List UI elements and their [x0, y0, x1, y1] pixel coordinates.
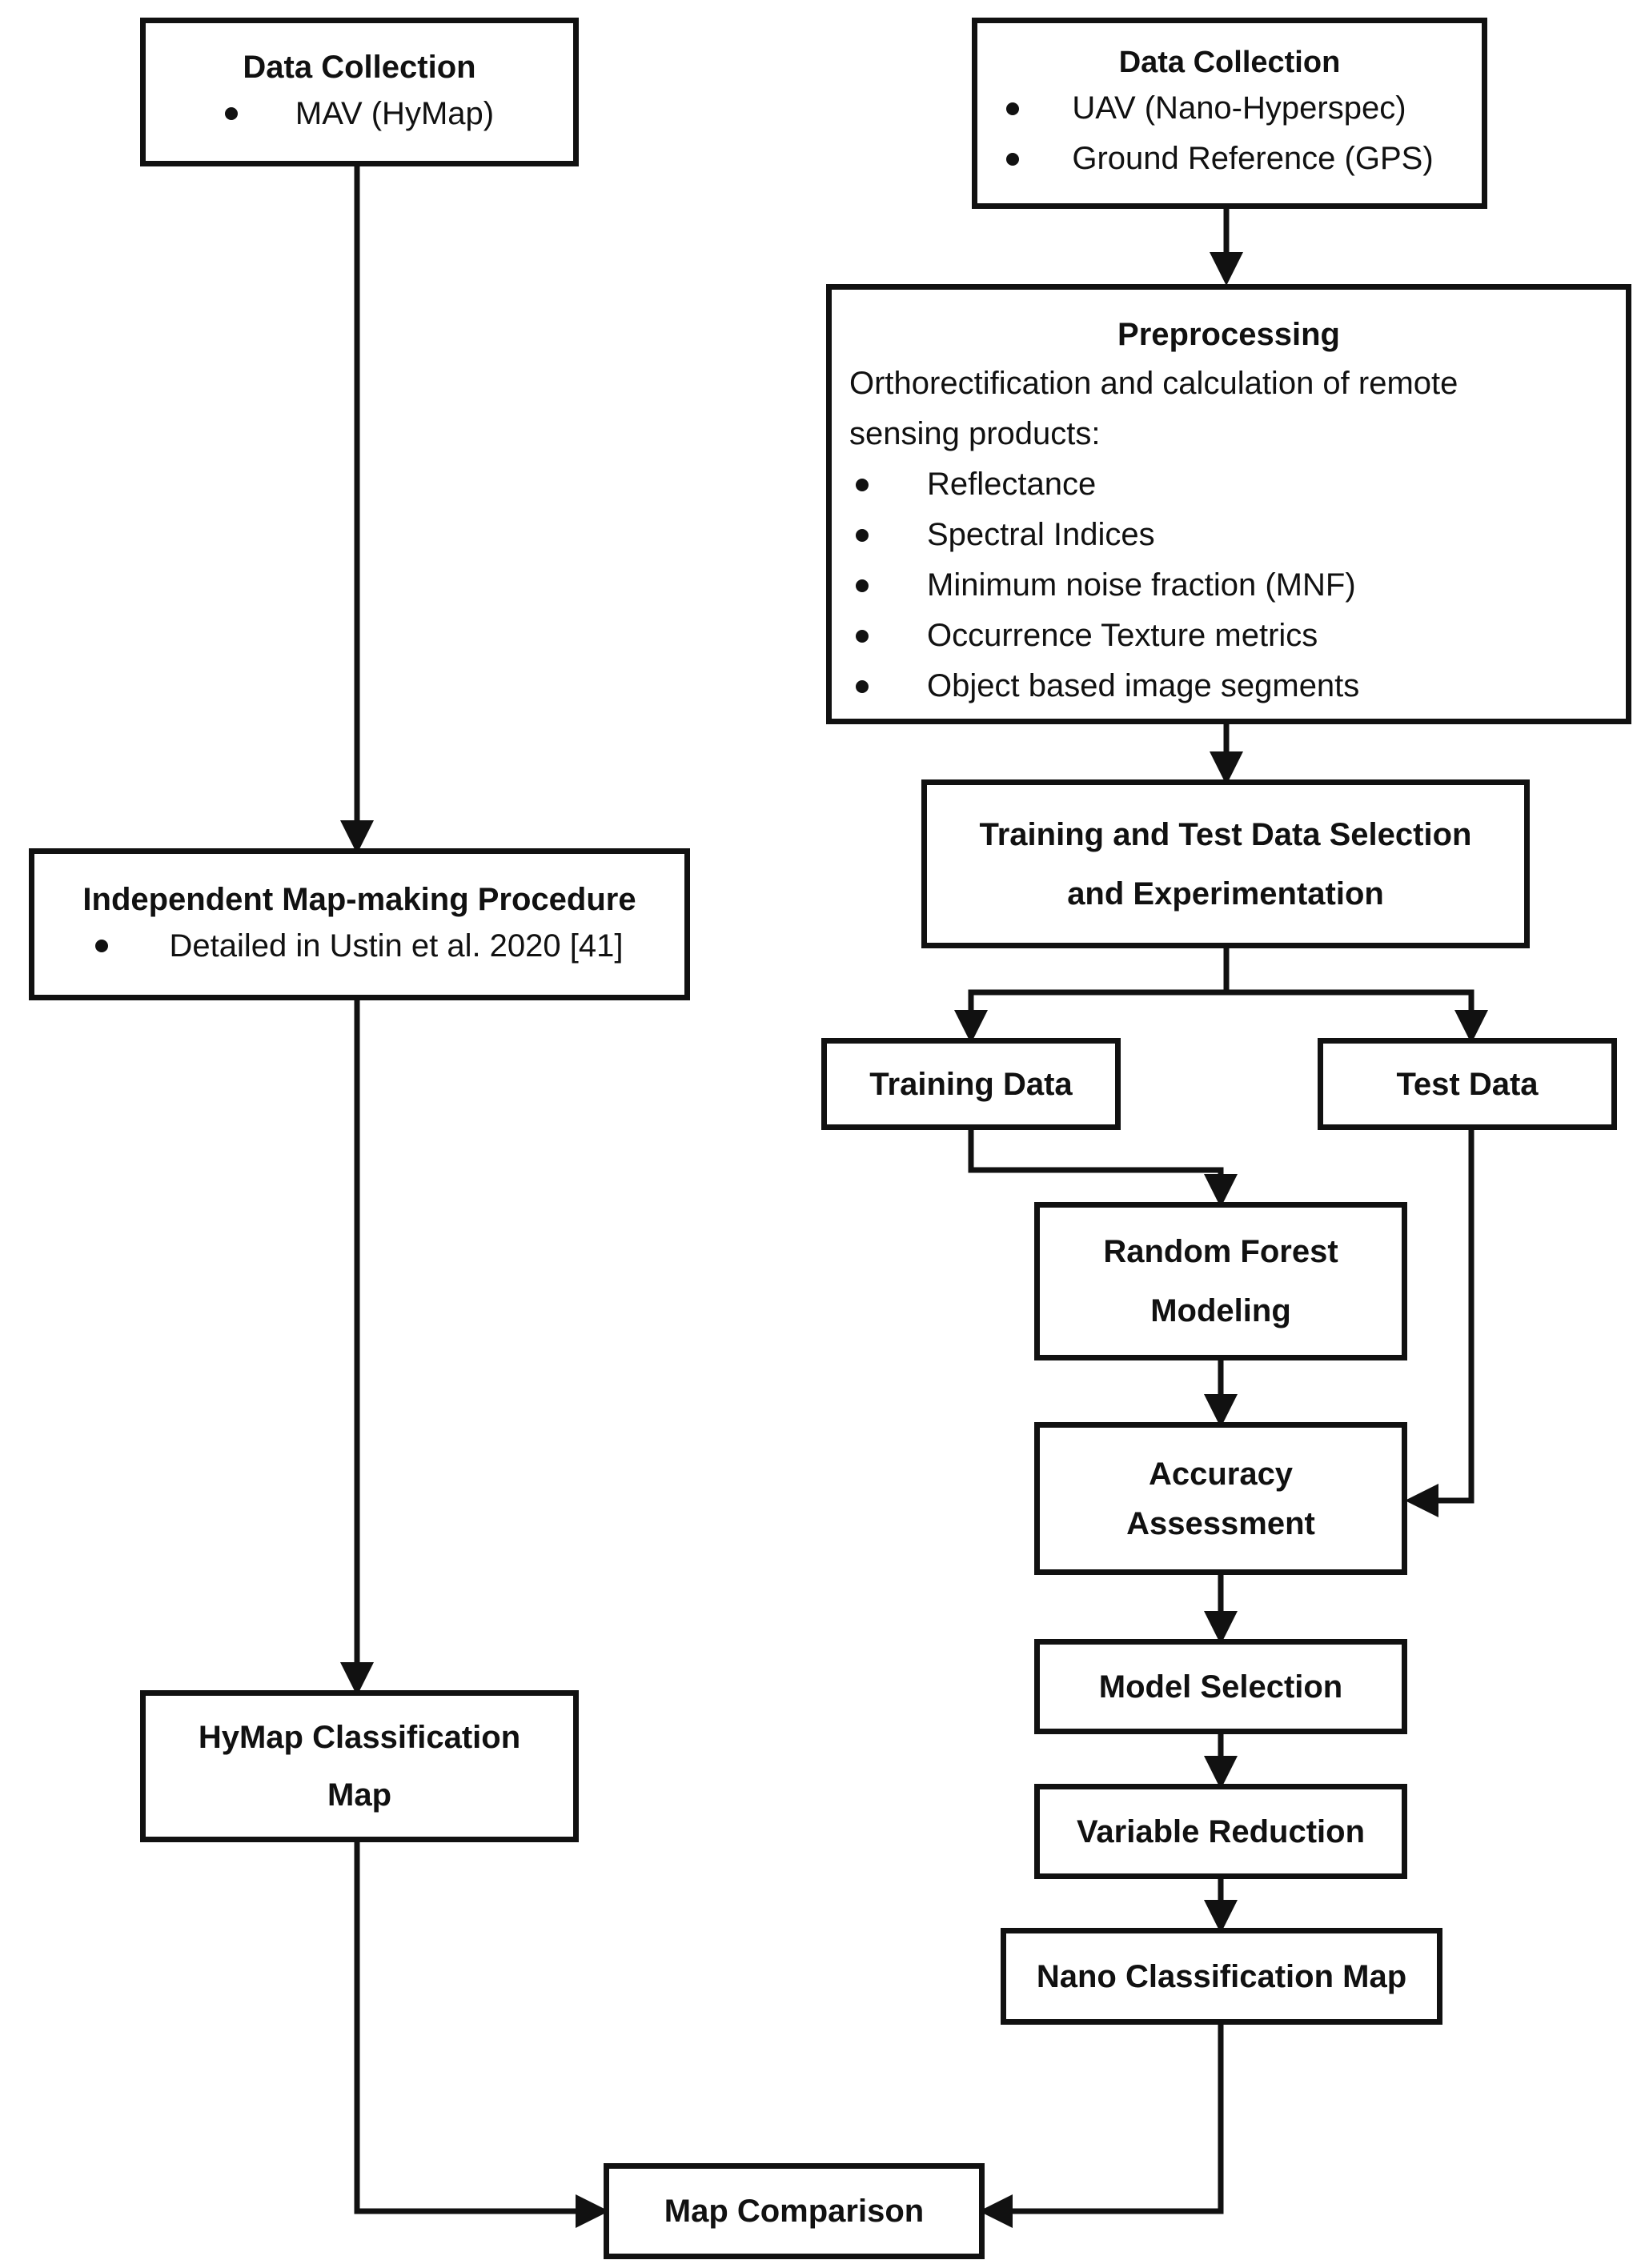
variable-reduction-box: Variable Reduction [1034, 1784, 1407, 1879]
hymap-classification-map-box: HyMap Classification Map [140, 1690, 579, 1842]
preprocessing-products-list: Reflectance Spectral Indices Minimum noi… [856, 459, 1626, 711]
arrow-test-to-accuracy [1405, 1128, 1474, 1517]
arrow-nano-map-to-comparison [979, 2023, 1224, 2228]
bullet-icon [1006, 152, 1020, 166]
hymap-map-line2: Map [327, 1777, 391, 1813]
preprocessing-box: Preprocessing Orthorectification and cal… [826, 284, 1631, 724]
list-item: Object based image segments [856, 661, 1626, 711]
right-data-collection-box: Data Collection UAV (Nano-Hyperspec) Gro… [972, 18, 1487, 209]
bullet-icon [856, 629, 869, 643]
training-test-line1: Training and Test Data Selection [979, 816, 1472, 852]
arrow-split-to-test [1226, 989, 1488, 1044]
map-comparison-label: Map Comparison [664, 2194, 925, 2229]
training-test-line2: and Experimentation [1067, 876, 1384, 912]
preprocessing-title: Preprocessing [1117, 317, 1340, 352]
independent-map-making-title: Independent Map-making Procedure [82, 881, 636, 917]
right-data-collection-list: UAV (Nano-Hyperspec) Ground Reference (G… [1006, 83, 1434, 184]
left-data-collection-list: MAV (HyMap) [224, 89, 494, 139]
arrow-split-to-training [954, 947, 1230, 1044]
list-item: Spectral Indices [856, 510, 1626, 560]
arrow-hymap-to-comparison [354, 1841, 609, 2228]
test-data-box: Test Data [1318, 1038, 1617, 1130]
training-data-label: Training Data [869, 1066, 1073, 1102]
list-item: MAV (HyMap) [224, 89, 494, 139]
accuracy-assessment-box: Accuracy Assessment [1034, 1422, 1407, 1575]
bullet-icon [856, 679, 869, 693]
bullet-icon [1006, 102, 1020, 115]
accuracy-line1: Accuracy [1148, 1456, 1294, 1492]
model-selection-box: Model Selection [1034, 1639, 1407, 1734]
preprocessing-description-line1: Orthorectification and calculation of re… [849, 366, 1458, 401]
random-forest-box: Random Forest Modeling [1034, 1202, 1407, 1360]
left-data-collection-title: Data Collection [243, 49, 476, 85]
map-comparison-box: Map Comparison [604, 2163, 985, 2259]
preprocessing-description-line2: sensing products: [849, 416, 1101, 451]
training-data-box: Training Data [821, 1038, 1121, 1130]
bullet-icon [224, 107, 238, 120]
nano-classification-map-box: Nano Classification Map [1001, 1928, 1442, 2025]
left-data-collection-box: Data Collection MAV (HyMap) [140, 18, 579, 166]
bullet-icon [856, 528, 869, 542]
list-item: Reflectance [856, 459, 1626, 510]
variable-reduction-label: Variable Reduction [1076, 1813, 1366, 1849]
bullet-icon [856, 579, 869, 592]
right-data-collection-title: Data Collection [1118, 45, 1341, 79]
bullet-icon [856, 478, 869, 491]
list-item: Detailed in Ustin et al. 2020 [41] [95, 921, 624, 972]
list-item: Ground Reference (GPS) [1006, 134, 1434, 184]
arrow-training-to-rf [968, 1128, 1238, 1208]
hymap-map-line1: HyMap Classification [198, 1720, 521, 1755]
list-item: Occurrence Texture metrics [856, 611, 1626, 661]
random-forest-line1: Random Forest [1103, 1234, 1338, 1269]
random-forest-line2: Modeling [1150, 1293, 1291, 1328]
independent-map-making-list: Detailed in Ustin et al. 2020 [41] [95, 921, 624, 972]
list-item: Minimum noise fraction (MNF) [856, 560, 1626, 611]
accuracy-line2: Assessment [1126, 1505, 1315, 1541]
training-test-selection-box: Training and Test Data Selection and Exp… [921, 779, 1530, 948]
list-item: UAV (Nano-Hyperspec) [1006, 83, 1433, 134]
nano-map-label: Nano Classification Map [1036, 1958, 1407, 1994]
model-selection-label: Model Selection [1098, 1669, 1343, 1705]
independent-map-making-box: Independent Map-making Procedure Detaile… [29, 848, 690, 1000]
bullet-icon [95, 940, 109, 952]
test-data-label: Test Data [1396, 1066, 1539, 1102]
